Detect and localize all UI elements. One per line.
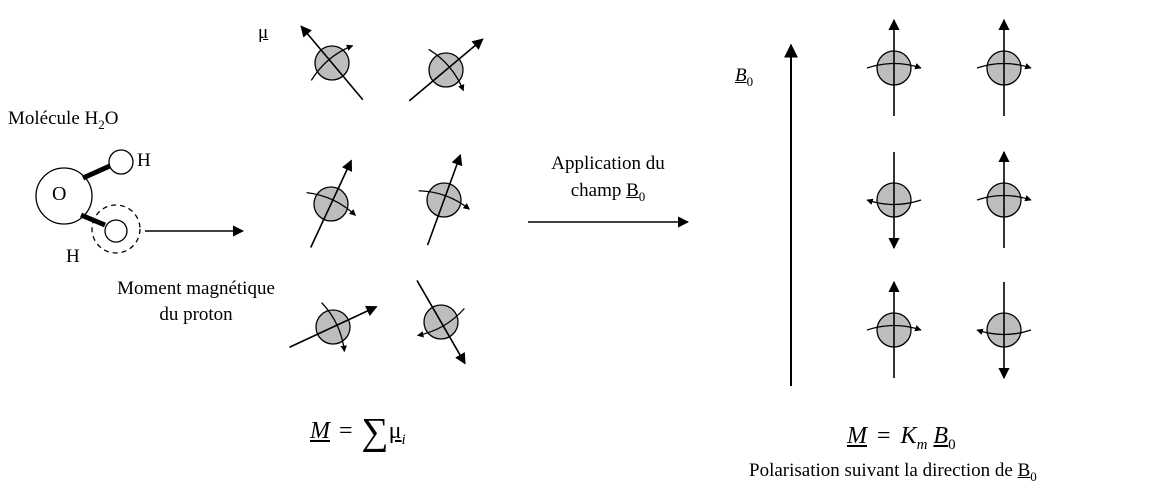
random-spin-5 — [289, 302, 378, 353]
oxygen-atom — [35, 167, 93, 225]
random-spin-4 — [418, 153, 470, 246]
moment-caption: Moment magnétique du proton — [117, 278, 275, 325]
aligned-spin-3 — [866, 152, 922, 250]
b0-axis-label: B0 — [735, 65, 754, 89]
precession-curve — [310, 44, 354, 81]
precession-curve — [416, 308, 465, 338]
aligned-spin-4 — [976, 150, 1032, 248]
precession-curve — [866, 62, 922, 70]
moment-arrow — [416, 280, 466, 365]
mu-label: μ — [258, 22, 269, 43]
precession-curve — [976, 328, 1032, 336]
precession-curve — [428, 48, 465, 92]
bond-top — [81, 162, 114, 181]
precession-curve — [976, 194, 1032, 202]
random-spin-2 — [408, 38, 484, 102]
precession-curve — [321, 302, 347, 353]
precession-curve — [306, 191, 356, 216]
moment-arrow — [408, 38, 484, 102]
moment-arrow — [300, 25, 364, 101]
hydrogen-atom-bottom — [104, 219, 128, 243]
moment-arrow — [289, 305, 378, 349]
hydrogen-atom-top — [108, 149, 134, 175]
polarisation-caption: Polarisation suivant la direction de B0 — [749, 460, 1037, 484]
water-molecule — [35, 149, 245, 254]
precession-curve — [976, 62, 1032, 70]
moment-arrow — [426, 153, 463, 246]
random-spin-6 — [416, 280, 466, 365]
aligned-spins-group — [866, 18, 1032, 380]
aligned-spin-2 — [976, 18, 1032, 116]
formula-polarisation: M = Km B0 — [847, 423, 956, 453]
formula-sum-moments: M = ∑μi — [310, 411, 406, 453]
hydrogen-bottom-label: H — [66, 246, 80, 267]
application-caption: Application du champ B0 — [508, 150, 708, 210]
hydrogen-top-label: H — [137, 150, 151, 171]
precession-curve — [866, 324, 922, 332]
aligned-spin-5 — [866, 280, 922, 378]
random-spin-1 — [300, 25, 364, 101]
moment-arrow — [309, 159, 353, 248]
application-caption-line2: champ B0 — [570, 180, 646, 204]
precession-curve — [866, 198, 922, 206]
proton-highlight-circle — [91, 204, 141, 254]
aligned-spin-6 — [976, 282, 1032, 380]
precession-curve — [418, 190, 470, 210]
oxygen-label: O — [52, 183, 67, 205]
random-spins-group — [289, 25, 484, 365]
bond-bottom — [80, 212, 106, 228]
aligned-spin-1 — [866, 18, 922, 116]
molecule-title: Molécule H2O — [8, 108, 119, 132]
random-spin-3 — [306, 159, 356, 248]
